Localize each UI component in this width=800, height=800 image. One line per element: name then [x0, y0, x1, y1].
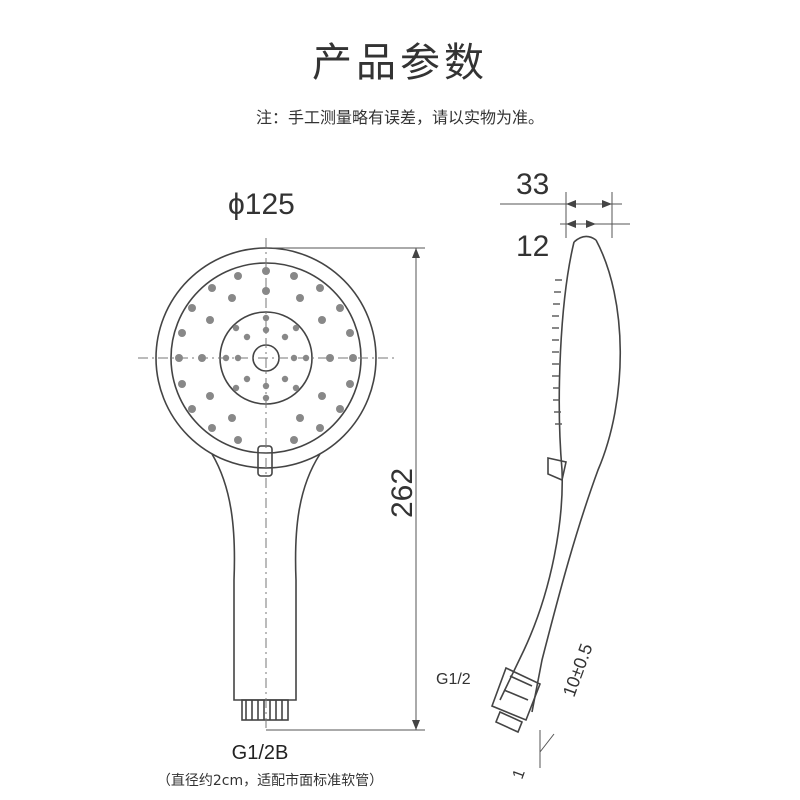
face-offset-label: 12 [516, 230, 549, 263]
measurement-note: 注：手工测量略有误差，请以实物为准。 [255, 108, 544, 127]
side-view-outline [490, 235, 622, 734]
front-nozzles [175, 267, 357, 444]
front-dimension-lines [266, 247, 425, 731]
side-nozzles [552, 279, 562, 425]
connector-label: G1/2B [231, 742, 289, 764]
connector-note: （直径约2cm，适配市面标准软管） [156, 773, 384, 789]
thread-label: G1/2 [436, 671, 471, 688]
dimension-arrows [412, 200, 612, 730]
length-label: 262 [386, 468, 419, 518]
thread-length-label: 10±0.5 [559, 641, 597, 699]
depth-label: 33 [516, 168, 549, 201]
diameter-label: ϕ125 [228, 188, 295, 221]
page-title: 产品参数 [312, 40, 488, 86]
bottom-label: 1 [510, 767, 529, 781]
